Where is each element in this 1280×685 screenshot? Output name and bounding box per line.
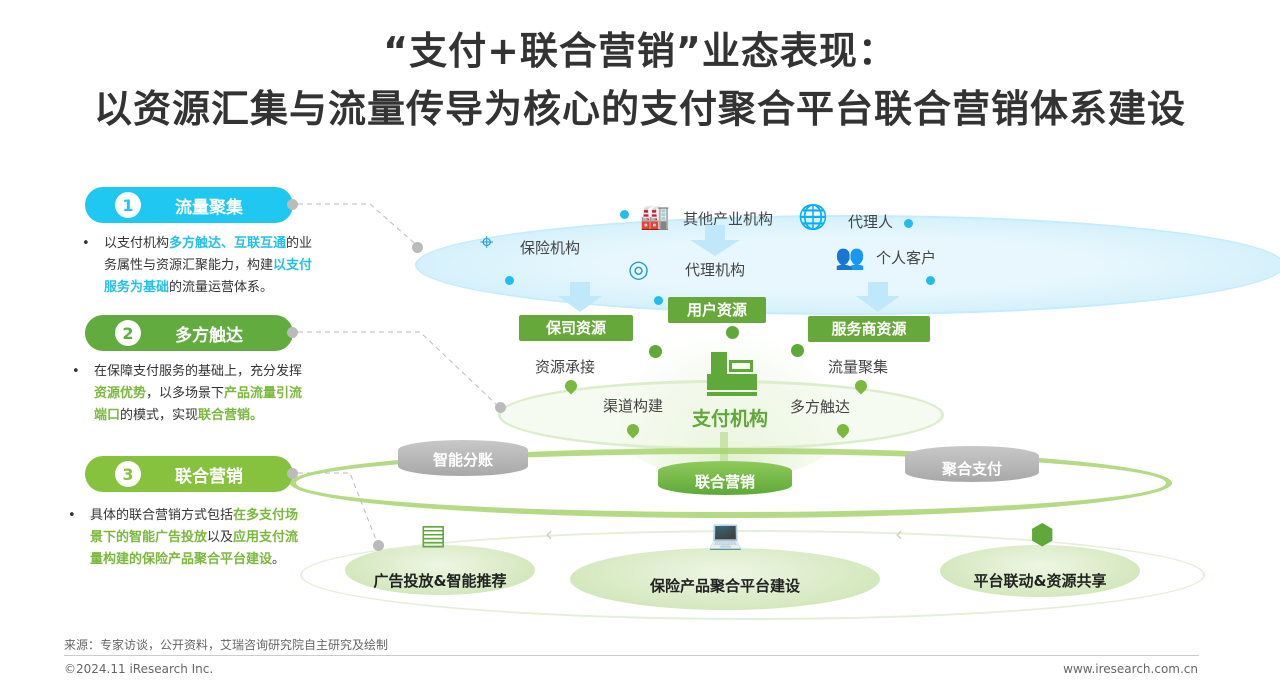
highlight-text: 在多支付场景下的智能广告投放 xyxy=(90,508,299,545)
title-line-1: “支付+联合营销”业态表现： xyxy=(383,29,897,73)
cylinder-joint-marketing: 联合营销 xyxy=(658,461,792,495)
highlight-text: 资源优势 xyxy=(94,386,147,401)
laptop-globe-icon: 💻 xyxy=(708,518,743,551)
resource-insurer: 保司资源 xyxy=(519,315,633,341)
description-text: 以支付机构 xyxy=(104,236,170,251)
step-2-description: •在保障支付服务的基础上，充分发挥资源优势，以多场景下产品流量引流端口的模式，实… xyxy=(72,364,303,423)
globe-person-icon: 🌐 xyxy=(798,203,828,231)
connector-dot xyxy=(373,540,384,551)
title-line-2: 以资源汇集与流量传导为核心的支付聚合平台联合营销体系建设 xyxy=(93,87,1186,131)
connector-dot xyxy=(287,468,298,479)
cylinder-smart-split: 智能分账 xyxy=(398,440,528,476)
chat-people-icon: 👥 xyxy=(835,243,865,271)
network-nodes-icon: ⬢ xyxy=(1030,518,1055,551)
node-dot xyxy=(726,326,739,339)
step-3-pill: 3 联合营销 xyxy=(85,456,293,492)
step-3-description: •具体的联合营销方式包括在多支付场景下的智能广告投放以及应用支付流量构建的保险产… xyxy=(68,508,299,567)
ring-dot xyxy=(505,276,514,285)
label-channel-build: 渠道构建 xyxy=(603,397,664,415)
description-text: 的流量运营体系。 xyxy=(169,280,274,295)
resource-user: 用户资源 xyxy=(668,297,766,323)
source-individual: 个人客户 xyxy=(876,249,937,267)
step-number: 1 xyxy=(115,192,141,218)
base-ring xyxy=(300,530,1205,620)
ring-dot xyxy=(904,219,913,228)
chevron-left-icon: ‹ xyxy=(895,522,903,546)
step-2-pill: 2 多方触达 xyxy=(85,315,293,351)
connector-bar xyxy=(720,432,728,462)
step-label: 流量聚集 xyxy=(175,197,243,218)
description-text: ，以多场景下 xyxy=(146,386,225,401)
description-text: 以及 xyxy=(207,530,234,545)
source-other-industry: 其他产业机构 xyxy=(683,210,774,228)
description-text: 在保障支付服务的基础上，充分发挥 xyxy=(94,364,303,379)
connector-dot xyxy=(287,327,298,338)
resource-service: 服务商资源 xyxy=(808,316,930,342)
node-dot xyxy=(649,345,662,358)
chevron-left-icon: ‹ xyxy=(545,522,553,546)
cash-register-icon xyxy=(707,352,757,396)
node-dot xyxy=(791,344,804,357)
description-text: 的模式，实现 xyxy=(120,408,199,423)
location-pin-icon: ⌖ xyxy=(480,228,494,256)
outer-ring xyxy=(290,448,1172,518)
connector-dot xyxy=(287,199,298,210)
label-traffic-gathering: 流量聚集 xyxy=(828,358,889,376)
highlight-text: 产品流量引流端口 xyxy=(94,386,303,423)
highlight-text: 以支付服务为基础 xyxy=(104,258,313,295)
factory-icon: 🏭 xyxy=(640,203,670,231)
step-1-pill: 1 流量聚集 xyxy=(85,187,293,223)
footer-divider xyxy=(64,655,1199,656)
website-link[interactable]: www.iresearch.com.cn xyxy=(1063,662,1198,676)
step-label: 联合营销 xyxy=(175,466,243,487)
cylinder-aggregate-payment: 聚合支付 xyxy=(905,446,1039,482)
payment-institution-label: 支付机构 xyxy=(692,408,769,430)
label-resource-intake: 资源承接 xyxy=(535,358,596,376)
description-text: 具体的联合营销方式包括 xyxy=(90,508,234,523)
step-number: 2 xyxy=(115,320,141,346)
description-text: 的业务属性与资源汇聚能力，构建 xyxy=(104,236,313,273)
ring-dot xyxy=(654,296,663,305)
highlight-text: 多方触达、互联互通 xyxy=(169,236,287,251)
connector-dot xyxy=(495,402,506,413)
source-agent: 代理人 xyxy=(848,213,894,231)
chart-screen-icon: ▤ xyxy=(420,518,447,551)
highlight-text: 应用支付流量构建的保险产品聚合平台建设 xyxy=(90,530,299,567)
top-ring xyxy=(415,215,1280,315)
description-text: 。 xyxy=(272,552,286,567)
step-number: 3 xyxy=(115,461,141,487)
source-note: 来源：专家访谈，公开资料，艾瑞咨询研究院自主研究及绘制 xyxy=(64,638,389,652)
connector-dot xyxy=(412,242,423,253)
copyright: ©2024.11 iResearch Inc. xyxy=(64,662,214,676)
source-insurer: 保险机构 xyxy=(520,239,581,257)
source-agency: 代理机构 xyxy=(685,261,746,279)
ring-dot xyxy=(926,276,935,285)
label-multi-reach: 多方触达 xyxy=(790,398,851,416)
step-1-description: •以支付机构多方触达、互联互通的业务属性与资源汇聚能力，构建以支付服务为基础的流… xyxy=(82,236,313,295)
agency-target-icon: ◎ xyxy=(628,255,649,283)
step-label: 多方触达 xyxy=(175,325,243,346)
ring-dot xyxy=(620,210,629,219)
highlight-text: 联合营销。 xyxy=(198,408,264,423)
